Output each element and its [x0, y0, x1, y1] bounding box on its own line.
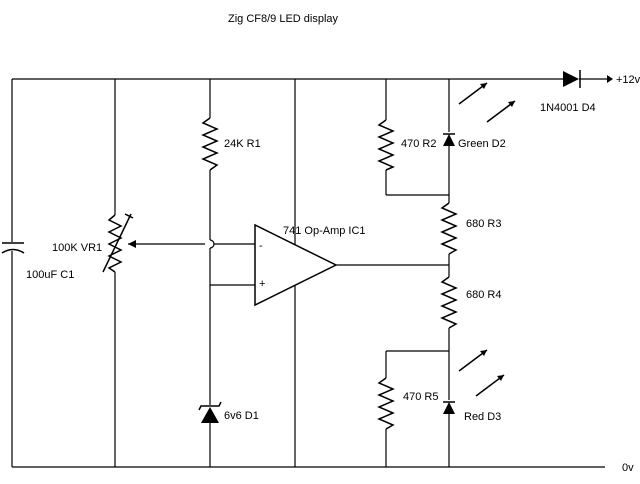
- led-d3-red-symbol: [443, 349, 505, 467]
- ground-rail-label: 0v: [622, 462, 634, 474]
- resistor-r1-symbol: [201, 79, 219, 405]
- opamp-inverting-sign: -: [259, 240, 263, 252]
- capacitor-c1-symbol: [1, 79, 25, 467]
- led-d3-label: Red D3: [464, 411, 501, 423]
- zener-d1-symbol: [198, 401, 222, 467]
- potentiometer-vr1-symbol: [102, 79, 205, 467]
- resistor-r5-symbol: [377, 350, 449, 467]
- resistor-r2-label: 470 R2: [401, 138, 436, 150]
- opamp-ic1-symbol: [254, 79, 449, 467]
- diode-d4-label: 1N4001 D4: [540, 102, 596, 114]
- resistor-r1-label: 24K R1: [224, 138, 261, 150]
- positive-rail: [12, 75, 613, 83]
- zener-d1-label: 6v6 D1: [224, 410, 259, 422]
- resistor-r4-symbol: [440, 276, 458, 400]
- led-d2-label: Green D2: [458, 138, 506, 150]
- resistor-r5-label: 470 R5: [403, 391, 438, 403]
- resistor-r3-symbol: [440, 202, 458, 277]
- positive-rail-label: +12v: [616, 74, 640, 86]
- led-d2-green-symbol: [443, 79, 516, 203]
- resistor-r3-label: 680 R3: [466, 218, 501, 230]
- opamp-noninverting-sign: +: [259, 278, 265, 290]
- potentiometer-vr1-label: 100K VR1: [52, 242, 102, 254]
- resistor-r2-symbol: [377, 79, 449, 196]
- opamp-ic1-label: 741 Op-Amp IC1: [283, 225, 366, 237]
- resistor-r4-label: 680 R4: [466, 289, 501, 301]
- diode-d4-symbol: [563, 70, 581, 88]
- capacitor-c1-label: 100uF C1: [26, 269, 74, 281]
- schematic-title: Zig CF8/9 LED display: [228, 13, 339, 25]
